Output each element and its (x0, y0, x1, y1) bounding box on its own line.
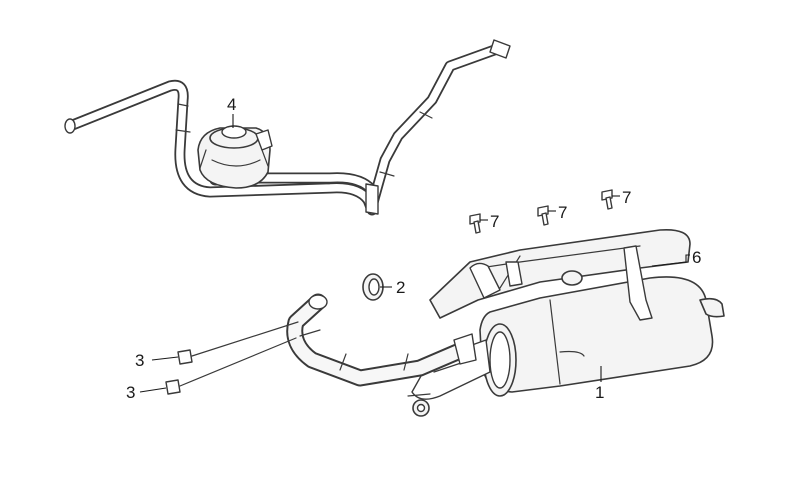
leader-3-lower (139, 387, 167, 393)
callout-4: 4 (227, 95, 236, 114)
callout-6: 6 (692, 248, 701, 267)
bolt-1 (469, 213, 481, 234)
bolt-3 (601, 189, 613, 210)
gasket (362, 273, 384, 301)
callout-3-lower: 3 (126, 383, 135, 402)
leader-3-upper (151, 356, 179, 361)
heat-shield (429, 228, 691, 321)
muffler (407, 276, 725, 417)
callout-1: 1 (595, 383, 604, 402)
callout-2: 2 (396, 278, 405, 297)
leader-lines (139, 114, 690, 393)
secondary-air-hose-assembly (64, 39, 511, 216)
callout-7c: 7 (622, 188, 631, 207)
stud-upper (177, 321, 299, 365)
bolt-2 (537, 205, 549, 226)
leader-6 (651, 254, 690, 267)
callout-3-upper: 3 (135, 351, 144, 370)
callout-7b: 7 (558, 203, 567, 222)
callout-7a: 7 (490, 212, 499, 231)
stud-lower (165, 337, 297, 395)
air-cutoff-valve (197, 125, 273, 189)
exhaust-pipe (286, 293, 477, 387)
